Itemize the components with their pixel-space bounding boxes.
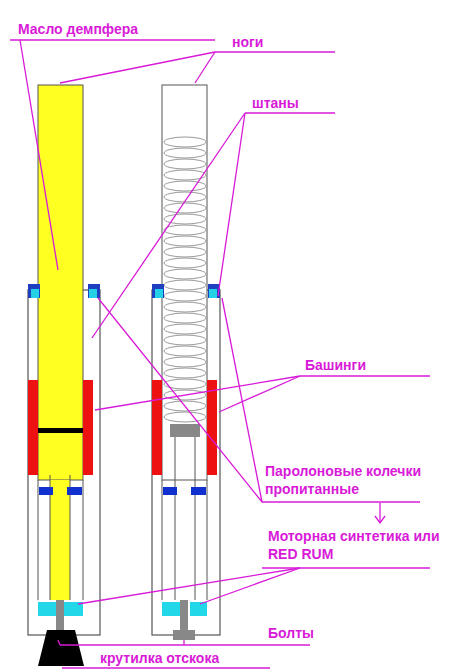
leader-line [222,298,262,502]
left-oil-bath [38,602,56,616]
label-bushings: Башинги [305,356,445,374]
spring-coil [164,148,206,158]
right-bushing [152,380,162,475]
right-rod [195,437,196,600]
underline [62,667,270,668]
leader-line [92,113,245,338]
leader-line [20,40,58,270]
left-seal [88,284,100,298]
label-damper-oil: Масло демпфера [18,20,218,38]
underline [10,39,215,40]
right-bolt [173,630,195,640]
arrow-head [375,516,385,523]
left-seal [28,284,40,298]
label-lowers: штаны [252,94,352,112]
label-bolts: Болты [268,624,388,642]
right-inner-wall [207,480,208,600]
label-stanchions: ноги [232,33,332,51]
leader-line [95,376,300,410]
leader-line [58,640,60,645]
left-damper-oil [50,480,70,600]
left-foam-ring [89,289,97,298]
left-valve [67,487,82,495]
right-inner-wall [162,480,163,600]
right-bolt-shaft [180,600,188,632]
right-valve [191,487,206,495]
spring-coil [164,291,206,301]
arrow-line [379,503,380,522]
underline [245,112,335,113]
leader-line [200,568,300,604]
leader-line [218,113,245,296]
right-valve [163,487,177,495]
left-valve [39,487,53,495]
spring-coil [164,280,206,290]
right-leg [152,85,220,640]
spring-coil [164,159,206,169]
right-oil-bath [190,602,207,616]
leader-line [78,568,300,604]
leader-line [183,640,184,645]
spring-coil [164,302,206,312]
leader-lines [10,40,430,668]
spring-coil [164,137,206,147]
underline [262,567,430,568]
label-oil: Моторная синтетика или RED RUM [268,527,444,563]
right-stanchion [162,85,207,480]
spring-stop [170,424,200,437]
spring-coil [164,258,206,268]
label-rebound-knob: крутилка отскока [100,649,300,667]
right-seal [152,284,164,298]
spring-coil [164,236,206,246]
underline [262,501,420,502]
spring-coil [164,368,206,378]
spring-coil [164,357,206,367]
rebound-knob [38,630,84,666]
leader-line [195,52,215,83]
leader-line [98,298,262,502]
left-stanchion [38,85,83,480]
spring-coil [164,412,206,422]
right-oil-bath [162,602,180,616]
left-bushing [83,380,93,475]
left-bushing [28,380,38,475]
spring-coil [164,324,206,334]
underline [215,51,335,52]
left-piston [38,428,83,433]
spring-coil [164,225,206,235]
right-bushing [207,380,217,475]
leader-line [219,376,300,412]
left-leg [28,85,100,666]
right-foam-ring [155,289,163,298]
label-foam-rings: Паролоновые колечки пропитанные [265,462,441,498]
spring-coil [164,181,206,191]
right-rod [175,437,176,600]
spring-coil [164,346,206,356]
left-foam-ring [31,289,39,298]
underline [60,644,310,645]
leader-line [60,52,215,83]
left-inner-wall [38,480,39,600]
left-inner-wall [83,480,84,600]
spring-coil [164,269,206,279]
spring-coil [164,335,206,345]
spring-coil [164,247,206,257]
spring-coil [164,203,206,213]
underline [300,375,430,376]
right-foam-ring [209,289,217,298]
spring-coil [164,313,206,323]
